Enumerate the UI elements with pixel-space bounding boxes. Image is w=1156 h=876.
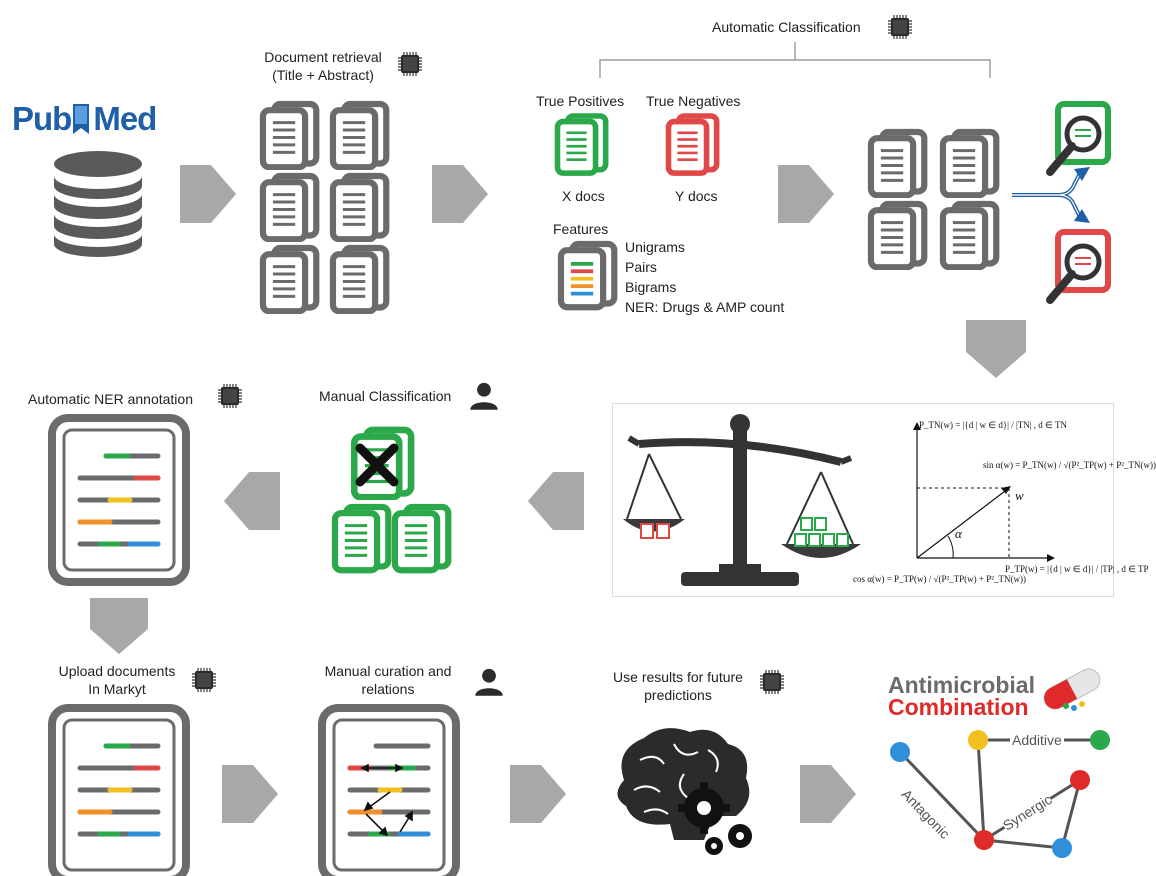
pubmed-logo-part2: Med [93, 100, 157, 137]
flow-arrow-right [432, 165, 490, 223]
future-label: Use results for future predictions [598, 668, 758, 704]
formula-sin: sin α(w) = P_TN(w) / √(P²_TP(w) + P²_TN(… [983, 460, 1156, 470]
retrieved-documents-grid [258, 100, 388, 330]
database-icon [54, 151, 142, 257]
feature-item: NER: Drugs & AMP count [625, 299, 785, 315]
document-icon [258, 244, 320, 314]
feature-item: Pairs [625, 259, 657, 275]
true-negative-document-icon [664, 112, 720, 176]
true-positives-label: True Positives [536, 93, 625, 109]
flow-arrow-right [778, 165, 836, 223]
upload-label-line2: In Markyt [88, 681, 146, 697]
cpu-icon [218, 384, 242, 408]
future-label-line1: Use results for future [613, 669, 743, 685]
curation-label-line1: Manual curation and [324, 663, 452, 679]
pubmed-bookmark-icon [73, 104, 90, 134]
retrieval-label-line2: (Title + Abstract) [272, 67, 374, 83]
classification-bracket [599, 42, 991, 78]
flow-arrow-right [800, 765, 858, 823]
auto-class-title: Automatic Classification [712, 19, 861, 35]
flow-arrow-left [222, 472, 280, 530]
document-icon [328, 172, 390, 242]
positive-search-icon [1046, 101, 1111, 176]
ner-annot-title: Automatic NER annotation [28, 391, 193, 407]
document-icon [328, 244, 390, 314]
alpha-label: α [955, 526, 962, 541]
features-document-icon [557, 240, 618, 311]
result-title-line1: Antimicrobial [888, 672, 1035, 698]
document-icon [938, 128, 1000, 198]
user-icon [469, 381, 499, 411]
features-title: Features [553, 221, 609, 237]
flow-arrow-left [526, 472, 584, 530]
upload-label: Upload documents In Markyt [42, 662, 192, 698]
document-icon [938, 200, 1000, 270]
scoring-panel: α w P_TN(w) = |{d | w ∈ d}| / |TN| , d ∈… [612, 403, 1156, 597]
true-positive-document-icon [553, 112, 609, 176]
feature-item: Unigrams [625, 239, 685, 255]
document-icon [866, 128, 928, 198]
reject-x-icon [355, 443, 399, 487]
accepted-document-icon [330, 502, 392, 574]
retrieval-label: Document retrieval (Title + Abstract) [248, 48, 398, 84]
feature-item: Bigrams [625, 279, 677, 295]
formula-cos: cos α(w) = P_TP(w) / √(P²_TP(w) + P²_TN(… [853, 574, 1026, 584]
retrieval-label-line1: Document retrieval [264, 49, 382, 65]
x-docs-count: X docs [562, 188, 605, 204]
manual-class-title: Manual Classification [319, 388, 452, 404]
result-title: Antimicrobial Combination [888, 672, 1035, 720]
negative-search-icon [1046, 229, 1111, 304]
flow-arrow-down [90, 598, 148, 656]
split-arrows [1012, 167, 1090, 223]
curation-label: Manual curation and relations [308, 662, 468, 698]
curation-label-line2: relations [361, 681, 415, 697]
accepted-document-icon [390, 502, 452, 574]
flow-arrow-right [180, 165, 238, 223]
flow-arrow-down [966, 320, 1026, 380]
document-icon [328, 100, 390, 170]
edge-label-additive: Additive [1010, 732, 1064, 748]
cpu-icon [192, 668, 216, 692]
classified-documents-grid [866, 128, 1006, 278]
vector-plot [913, 422, 1055, 562]
y-docs-count: Y docs [675, 188, 718, 204]
user-icon [474, 667, 504, 697]
uploaded-document-icon [48, 704, 190, 876]
document-icon [258, 100, 320, 170]
w-label: w [1015, 488, 1024, 503]
document-icon [866, 200, 928, 270]
curated-document-icon [318, 704, 460, 876]
formula-p-tn: P_TN(w) = |{d | w ∈ d}| / |TN| , d ∈ TN [919, 420, 1067, 430]
flow-arrow-right [510, 765, 568, 823]
cpu-icon [398, 52, 422, 76]
upload-label-line1: Upload documents [58, 663, 176, 679]
formula-p-tp: P_TP(w) = |{d | w ∈ d}| / |TP| , d ∈ TP [1005, 564, 1149, 574]
pubmed-logo: Pub Med [12, 100, 157, 138]
flow-arrow-right [222, 765, 280, 823]
pubmed-logo-part1: Pub [12, 100, 72, 137]
cpu-icon [888, 15, 912, 39]
balance-scale-icon [623, 414, 861, 586]
cpu-icon [760, 670, 784, 694]
brain-gears-icon [617, 728, 752, 855]
result-title-line2: Combination [888, 694, 1029, 720]
pill-icon [1043, 668, 1101, 711]
annotated-document-icon [48, 414, 190, 586]
future-label-line2: predictions [644, 687, 712, 703]
document-icon [258, 172, 320, 242]
true-negatives-label: True Negatives [646, 93, 741, 109]
